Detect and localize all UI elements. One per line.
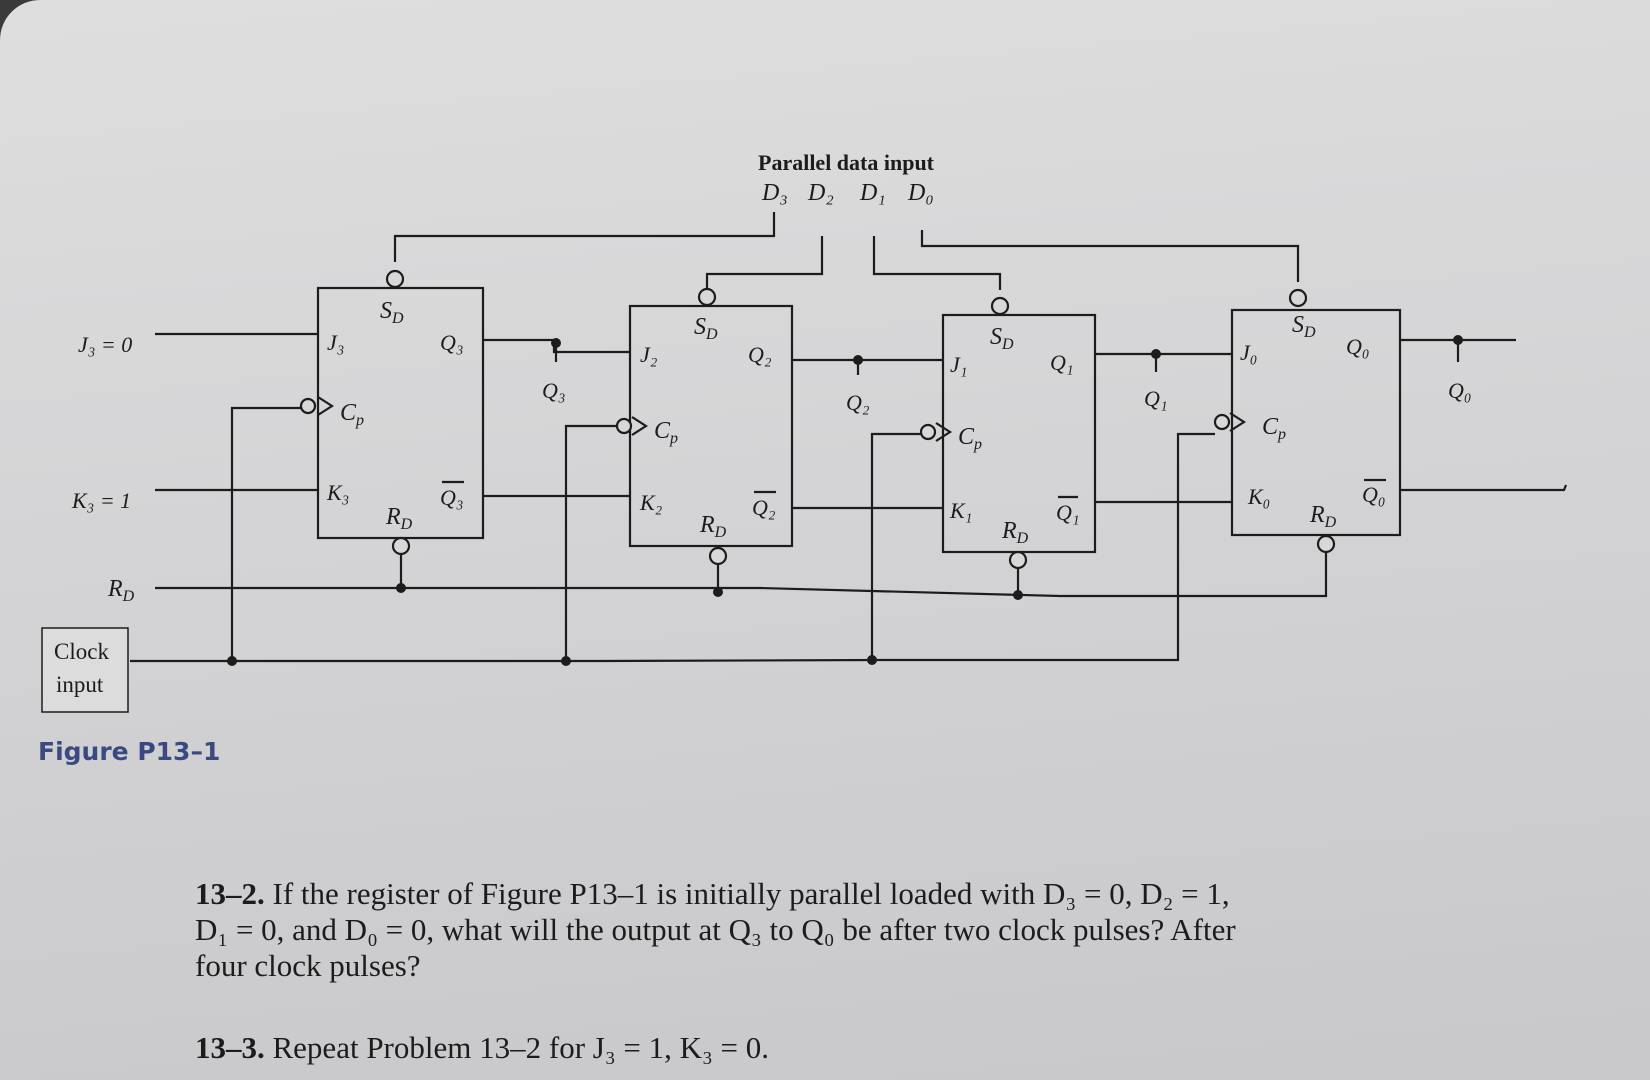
ff0-clock-icon	[1213, 412, 1247, 432]
q2-tap-dot	[853, 355, 863, 365]
ff2-rd-bubble-icon	[708, 546, 728, 566]
ff3-j-label: J₃	[327, 330, 344, 355]
ff3-sd-label: SD	[380, 298, 404, 327]
ff1-clock-wire	[870, 432, 921, 661]
ff3-rd-bubble-icon	[391, 536, 411, 556]
ff1-k-label: K₁	[949, 498, 972, 523]
ff0-rd-bubble-icon	[1316, 534, 1336, 554]
d3-wire	[393, 212, 776, 262]
ff1-q-label: Q₁	[1050, 350, 1074, 375]
ff3-clock-icon	[299, 396, 335, 416]
d3-label: D₃	[761, 180, 788, 206]
q1-tap-label: Q₁	[1144, 386, 1168, 411]
q0-tap-dot	[1453, 335, 1463, 345]
ff0-qbar-label: Q₀	[1362, 482, 1386, 507]
clock-label-line1: Clock	[54, 639, 109, 664]
ff3-q-label: Q₃	[440, 330, 464, 355]
q3-tap-dot	[551, 338, 561, 348]
problem-13-3-text: Repeat Problem 13–2 for J₃ = 1, K₃ = 0.	[272, 1030, 770, 1065]
rd-bus	[155, 552, 1328, 598]
flipflop-0	[1230, 308, 1402, 537]
ff3-rd-junction	[396, 583, 406, 593]
ff1-sd-bubble-icon	[990, 296, 1010, 316]
ff0-k-label: K₀	[1247, 484, 1270, 509]
d1-label: D₁	[859, 180, 886, 206]
ff2-sd-bubble-icon	[697, 287, 717, 307]
ff2-cp-label: Cp	[654, 418, 678, 447]
ff1-j-label: J₁	[950, 352, 967, 377]
clock-bus	[130, 432, 1215, 663]
d2-wire	[705, 236, 824, 288]
d1-wire	[872, 236, 1002, 290]
ff2-qbar-label: Q₂	[752, 495, 776, 520]
clock-label-line2: input	[56, 672, 104, 697]
ff3-rd-label: RD	[385, 504, 413, 533]
ff1-clock-junction	[867, 655, 877, 665]
d0-label: D₀	[907, 180, 934, 206]
ff1-rd-junction	[1013, 590, 1023, 600]
ff3-k-label: K₃	[326, 480, 349, 505]
problem-13-2-number: 13–2.	[195, 876, 265, 911]
d2-label: D₂	[807, 180, 834, 206]
ff2-k-label: K₂	[639, 490, 663, 515]
ff3-clock-junction	[227, 656, 237, 666]
rd-input-label: RD	[107, 576, 135, 605]
problem-13-3-number: 13–3.	[195, 1030, 265, 1065]
q0-tap-label: Q₀	[1448, 378, 1472, 403]
ff0-rd-label: RD	[1309, 502, 1337, 531]
ff2-clock-icon	[615, 416, 649, 436]
ff2-rd-junction	[713, 587, 723, 597]
problem-13-2: 13–2. If the register of Figure P13–1 is…	[195, 876, 1255, 984]
ff0-sd-label: SD	[1292, 312, 1316, 341]
problem-13-2-text: If the register of Figure P13–1 is initi…	[195, 876, 1236, 983]
parallel-input-title: Parallel data input	[758, 150, 935, 175]
q0bar-output-line	[1400, 484, 1568, 492]
ff2-sd-label: SD	[694, 314, 718, 343]
ff1-qbar-label: Q₁	[1056, 500, 1080, 525]
q1-tap-dot	[1151, 349, 1161, 359]
figure-caption: Figure P13–1	[38, 737, 220, 766]
problem-13-3: 13–3. Repeat Problem 13–2 for J₃ = 1, K₃…	[195, 1030, 1255, 1066]
ff3-clock-wire	[230, 406, 301, 661]
ff2-j-label: J₂	[640, 342, 658, 367]
ff1-sd-label: SD	[990, 324, 1014, 353]
ff2-clock-junction	[561, 656, 571, 666]
ff0-cp-label: Cp	[1262, 414, 1286, 443]
ff1-rd-label: RD	[1001, 518, 1029, 547]
ff3-cp-label: Cp	[340, 400, 364, 429]
ff2-rd-label: RD	[699, 512, 727, 541]
d0-wire	[920, 230, 1300, 282]
ff0-sd-bubble-icon	[1288, 288, 1308, 308]
ff1-cp-label: Cp	[958, 424, 982, 453]
ff1-clock-icon	[919, 422, 953, 442]
clock-input-box	[41, 627, 129, 713]
q3-tap-label: Q₃	[542, 378, 566, 403]
ff3-qbar-label: Q₃	[440, 485, 464, 510]
j3-input-label: J₃ = 0	[78, 332, 132, 357]
q2-tap-label: Q₂	[846, 390, 870, 415]
ff2-clock-wire	[564, 424, 617, 661]
ff0-q-label: Q₀	[1346, 334, 1370, 359]
k3-input-label: K₃ = 1	[71, 488, 131, 513]
ff0-j-label: J₀	[1240, 340, 1257, 365]
ff3-sd-bubble-icon	[385, 269, 405, 289]
ff2-q-label: Q₂	[748, 342, 772, 367]
ff1-rd-bubble-icon	[1008, 550, 1028, 570]
